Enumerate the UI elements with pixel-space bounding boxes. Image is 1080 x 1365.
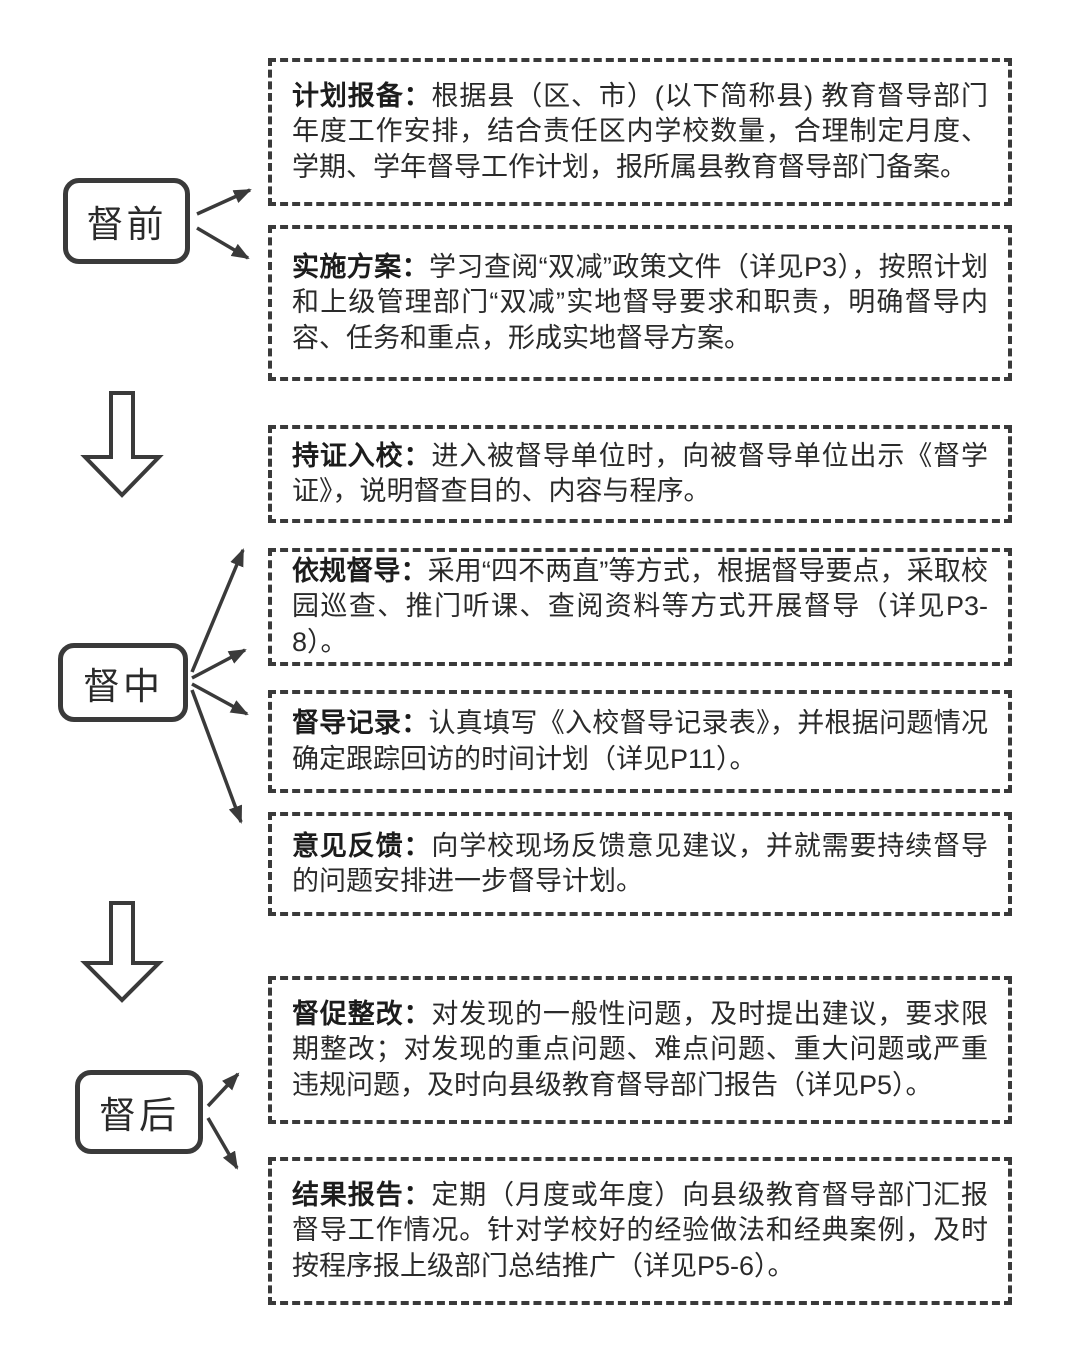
step-title: 依规督导： — [292, 556, 428, 587]
step-box-implementation-plan: 实施方案：学习查阅“双减”政策文件（详见P3），按照计划和上级管理部门“双减”实… — [268, 225, 1012, 381]
step-title: 计划报备： — [292, 81, 432, 112]
stage-box-post-supervision: 督后 — [75, 1070, 203, 1154]
step-title: 持证入校： — [292, 440, 432, 471]
step-text: 结果报告：定期（月度或年度）向县级教育督导部门汇报督导工作情况。针对学校好的经验… — [292, 1178, 988, 1283]
step-text: 督导记录：认真填写《入校督导记录表》，并根据问题情况确定跟踪回访的时间计划（详见… — [292, 706, 988, 776]
step-box-supervise-by-rules: 依规督导：采用“四不两直”等方式，根据督导要点，采取校园巡查、推门听课、查阅资料… — [268, 548, 1012, 666]
step-title: 督促整改： — [292, 999, 432, 1030]
step-body: 对发现的一般性问题，及时提出建议，要求限期整改；对发现的重点问题、难点问题、重大… — [292, 999, 988, 1100]
step-text: 督促整改：对发现的一般性问题，及时提出建议，要求限期整改；对发现的重点问题、难点… — [292, 997, 988, 1102]
step-box-feedback: 意见反馈：向学校现场反馈意见建议，并就需要持续督导的问题安排进一步督导计划。 — [268, 812, 1012, 916]
step-text: 计划报备：根据县（区、市）(以下简称县) 教育督导部门年度工作安排，结合责任区内… — [292, 79, 988, 184]
connector-arrow — [206, 1072, 240, 1108]
step-body: 向学校现场反馈意见建议，并就需要持续督导的问题安排进一步督导计划。 — [292, 830, 988, 896]
step-title: 结果报告： — [292, 1180, 432, 1211]
step-body: 学习查阅“双减”政策文件（详见P3），按照计划和上级管理部门“双减”实地督导要求… — [292, 252, 989, 353]
step-box-result-report: 结果报告：定期（月度或年度）向县级教育督导部门汇报督导工作情况。针对学校好的经验… — [268, 1157, 1012, 1305]
stage-label: 督前 — [86, 204, 167, 245]
stage-box-pre-supervision: 督前 — [63, 178, 190, 264]
connector-arrow — [206, 1117, 239, 1170]
stage-label: 督后 — [99, 1095, 179, 1136]
stage-label: 督中 — [83, 665, 163, 707]
connector-arrow — [190, 548, 245, 673]
connector-arrow — [191, 648, 247, 680]
step-body: 进入被督导单位时，向被督导单位出示《督学证》，说明督查目的、内容与程序。 — [292, 440, 988, 506]
connector-arrow — [196, 188, 252, 216]
step-text: 实施方案：学习查阅“双减”政策文件（详见P3），按照计划和上级管理部门“双减”实… — [292, 250, 988, 355]
step-text: 意见反馈：向学校现场反馈意见建议，并就需要持续督导的问题安排进一步督导计划。 — [292, 829, 988, 899]
step-title: 意见反馈： — [292, 830, 432, 861]
step-text: 持证入校：进入被督导单位时，向被督导单位出示《督学证》，说明督查目的、内容与程序… — [292, 439, 988, 509]
step-title: 督导记录： — [292, 708, 429, 739]
connector-arrow — [191, 682, 249, 716]
connector-arrow — [190, 689, 243, 824]
step-text: 依规督导：采用“四不两直”等方式，根据督导要点，采取校园巡查、推门听课、查阅资料… — [292, 554, 988, 659]
connector-arrow — [196, 226, 250, 260]
step-body: 认真填写《入校督导记录表》，并根据问题情况确定跟踪回访的时间计划（详见P11）。 — [292, 708, 988, 774]
down-arrow-icon — [80, 901, 164, 1003]
stage-box-during-supervision: 督中 — [58, 643, 188, 722]
step-body: 定期（月度或年度）向县级教育督导部门汇报督导工作情况。针对学校好的经验做法和经典… — [292, 1180, 988, 1281]
step-body: 采用“四不两直”等方式，根据督导要点，采取校园巡查、推门听课、查阅资料等方式开展… — [292, 556, 989, 657]
step-title: 实施方案： — [292, 252, 430, 283]
down-arrow-icon — [80, 391, 164, 498]
step-box-supervision-record: 督导记录：认真填写《入校督导记录表》，并根据问题情况确定跟踪回访的时间计划（详见… — [268, 690, 1012, 793]
step-box-urge-rectification: 督促整改：对发现的一般性问题，及时提出建议，要求限期整改；对发现的重点问题、难点… — [268, 976, 1012, 1124]
step-box-certified-entry: 持证入校：进入被督导单位时，向被督导单位出示《督学证》，说明督查目的、内容与程序… — [268, 425, 1012, 523]
step-body: 根据县（区、市）(以下简称县) 教育督导部门年度工作安排，结合责任区内学校数量，… — [292, 81, 989, 182]
step-box-plan-filing: 计划报备：根据县（区、市）(以下简称县) 教育督导部门年度工作安排，结合责任区内… — [268, 58, 1012, 206]
